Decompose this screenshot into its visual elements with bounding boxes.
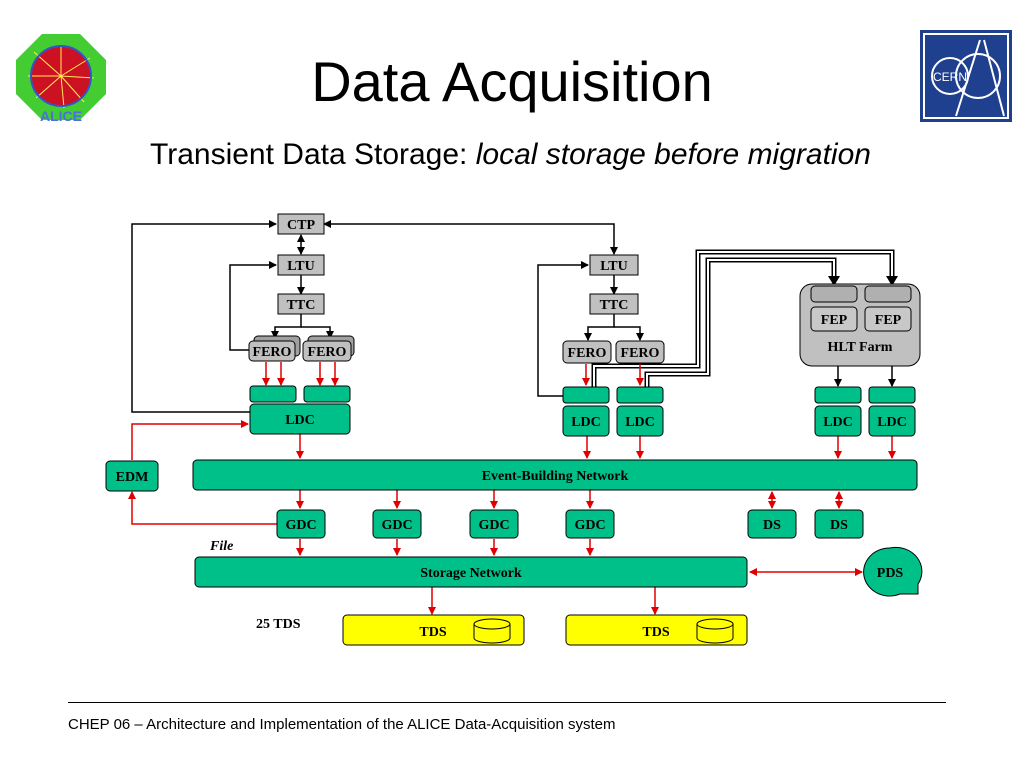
ds-1: DS [747, 509, 797, 539]
ldc-label-2: LDC [571, 415, 601, 430]
ds-2: DS [814, 509, 864, 539]
fero-box-1: FERO [248, 335, 301, 362]
gdc-label-4: GDC [574, 518, 605, 533]
cern-logo: CERN [920, 30, 1012, 127]
footer-divider [68, 702, 946, 703]
ctp-label: CTP [287, 218, 315, 233]
gdc-3: GDC [469, 509, 519, 539]
ltu-label-left: LTU [287, 259, 315, 274]
tds-label-1: TDS [419, 625, 446, 640]
tds-2: TDS [565, 614, 748, 646]
hlt-farm-label: HLT Farm [828, 340, 893, 355]
ldc-left: LDC [249, 385, 351, 435]
gdc-2: GDC [372, 509, 422, 539]
ttc-box-left: TTC [277, 293, 325, 315]
gdc-label-2: GDC [381, 518, 412, 533]
disk-icon [696, 618, 734, 644]
pds-label: PDS [877, 566, 904, 581]
ldc-label-4: LDC [823, 415, 853, 430]
ldc-3: LDC [616, 386, 664, 437]
cern-logo-text: CERN [933, 70, 967, 84]
edm-label: EDM [116, 470, 149, 485]
footer-text: CHEP 06 – Architecture and Implementatio… [68, 716, 616, 733]
slide-subtitle: Transient Data Storage: local storage be… [150, 138, 871, 172]
ldc-label-1: LDC [285, 413, 315, 428]
hlt-farm: FEP FEP HLT Farm [799, 283, 921, 367]
fep-box-1 [810, 306, 858, 332]
fero-box-3: FERO [562, 340, 612, 364]
fero-box-2: FERO [302, 335, 355, 362]
storage-network-label: Storage Network [420, 566, 522, 581]
ttc-box-right: TTC [589, 293, 639, 315]
fero-label-4: FERO [621, 346, 660, 361]
daq-diagram: CTP LTU TTC LTU TTC FERO FERO FERO FERO [105, 213, 923, 646]
ldc-5: LDC [868, 386, 916, 437]
ldc-label-3: LDC [625, 415, 655, 430]
gdc-label-3: GDC [478, 518, 509, 533]
fep-label-2: FEP [875, 313, 902, 328]
edm-box: EDM [105, 460, 159, 492]
tds-count-label: 25 TDS [256, 617, 301, 632]
file-label: File [209, 539, 233, 554]
ds-label-2: DS [830, 518, 848, 533]
tds-1: TDS [342, 614, 525, 646]
fero-label-1: FERO [253, 345, 292, 360]
subtitle-italic: local storage before migration [475, 138, 871, 171]
storage-network: Storage Network [194, 556, 748, 588]
tds-label-2: TDS [642, 625, 669, 640]
fero-label-2: FERO [308, 345, 347, 360]
fero-box-4: FERO [615, 340, 665, 364]
ldc-2: LDC [562, 386, 610, 437]
event-building-network: Event-Building Network [192, 459, 918, 491]
slide-title: Data Acquisition [311, 50, 713, 113]
gdc-label-1: GDC [285, 518, 316, 533]
ltu-box-left: LTU [277, 254, 325, 276]
disk-icon [473, 618, 511, 644]
alice-logo: ALICE [14, 32, 108, 127]
gdc-1: GDC [276, 509, 326, 539]
ldc-4: LDC [814, 386, 862, 437]
event-building-network-label: Event-Building Network [482, 469, 629, 484]
ds-label-1: DS [763, 518, 781, 533]
alice-logo-text: ALICE [40, 108, 82, 122]
ltu-label-right: LTU [600, 259, 628, 274]
fep-box-2 [864, 306, 912, 332]
subtitle-prefix: Transient Data Storage: [150, 138, 476, 171]
pds-box: PDS [863, 546, 923, 597]
gdc-4: GDC [565, 509, 615, 539]
fep-label-1: FEP [821, 313, 848, 328]
ttc-label-left: TTC [287, 298, 316, 313]
ldc-label-5: LDC [877, 415, 907, 430]
ttc-label-right: TTC [600, 298, 629, 313]
ctp-box: CTP [277, 213, 325, 235]
fero-label-3: FERO [568, 346, 607, 361]
ltu-box-right: LTU [589, 254, 639, 276]
